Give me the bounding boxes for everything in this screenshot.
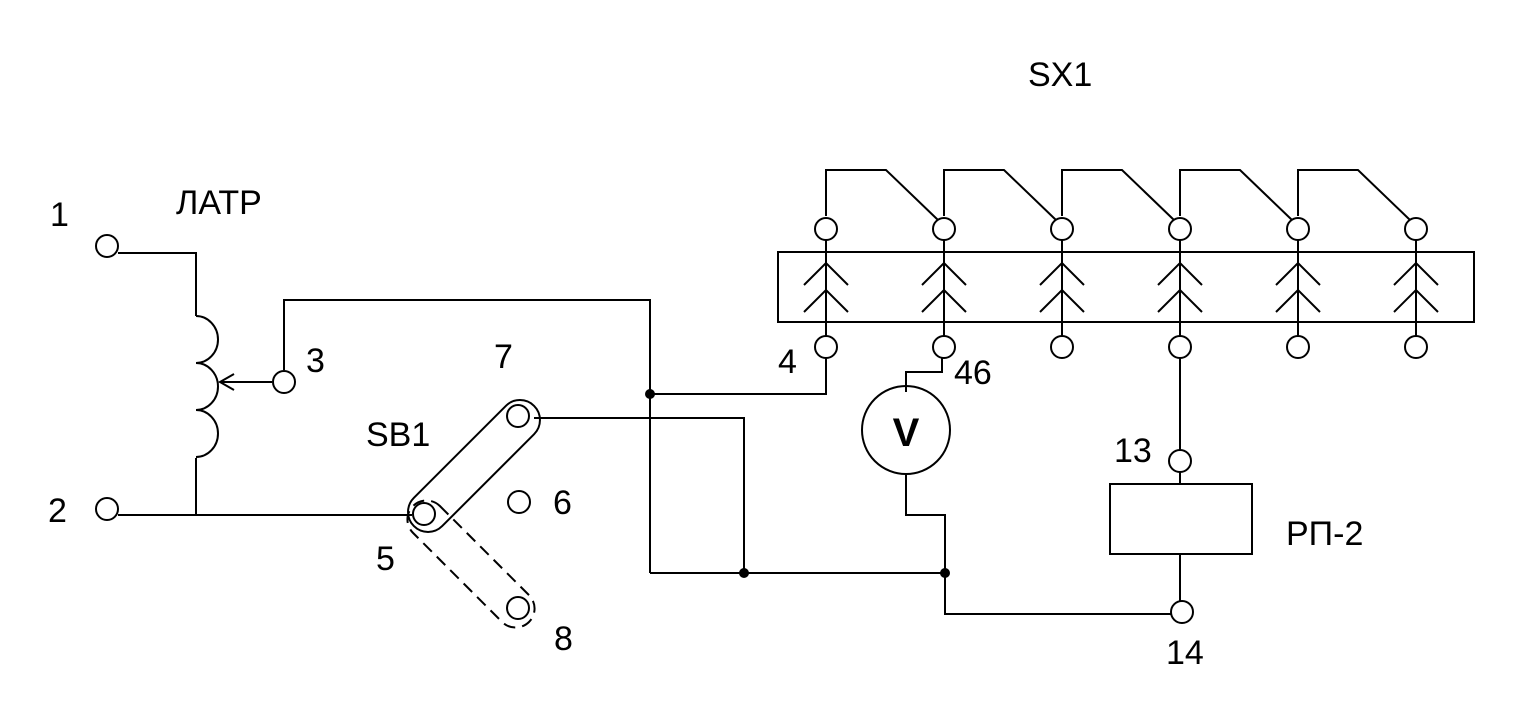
junction-dot bbox=[940, 568, 950, 578]
terminal-7-label: 7 bbox=[494, 338, 513, 376]
terminal-14-label: 14 bbox=[1166, 634, 1204, 672]
sb1-contact-bar-alt bbox=[406, 499, 536, 629]
wire-bus-4 bbox=[650, 358, 827, 395]
terminal-2 bbox=[95, 497, 119, 521]
terminal-46-label: 46 bbox=[954, 354, 992, 392]
jumper-1 bbox=[825, 169, 939, 221]
terminals bbox=[95, 217, 1428, 624]
wiring bbox=[118, 169, 1411, 615]
sx1-top-socket bbox=[1404, 217, 1428, 241]
latr-wiper-arrowhead bbox=[217, 373, 235, 391]
sb1-label: SB1 bbox=[366, 416, 430, 454]
latr-label: ЛАТР bbox=[176, 184, 262, 222]
rp2-label: РП-2 bbox=[1286, 515, 1363, 553]
terminal-4 bbox=[814, 335, 838, 359]
wire-7-bus bbox=[534, 417, 745, 573]
terminal-1-label: 1 bbox=[50, 196, 69, 234]
sx1-top-socket bbox=[1168, 217, 1192, 241]
jumper-3 bbox=[1061, 169, 1175, 221]
relay-rp2 bbox=[1109, 483, 1253, 555]
terminal-8 bbox=[506, 596, 530, 620]
latr-coil bbox=[195, 315, 219, 458]
sx1-label: SX1 bbox=[1028, 56, 1092, 94]
wire-v-14 bbox=[905, 475, 1171, 615]
jumper-5 bbox=[1297, 169, 1411, 221]
sx1-bottom-socket bbox=[1168, 335, 1192, 359]
terminal-46 bbox=[932, 335, 956, 359]
terminal-5-label: 5 bbox=[376, 540, 395, 578]
junction-dot bbox=[645, 389, 655, 399]
terminal-1 bbox=[95, 234, 119, 258]
sx1-bottom-socket bbox=[1404, 335, 1428, 359]
sx1-top-socket bbox=[1286, 217, 1310, 241]
sx1-pin bbox=[1157, 238, 1203, 336]
terminal-14 bbox=[1170, 600, 1194, 624]
jumper-2 bbox=[943, 169, 1057, 221]
sx1-top-socket bbox=[814, 217, 838, 241]
sx1-pin bbox=[1393, 238, 1439, 336]
terminal-6 bbox=[507, 490, 531, 514]
junction-dot bbox=[739, 568, 749, 578]
sx1-pins bbox=[803, 238, 1439, 336]
terminal-13-label: 13 bbox=[1114, 432, 1152, 470]
terminal-2-label: 2 bbox=[48, 492, 67, 530]
terminal-4-label: 4 bbox=[778, 343, 797, 381]
jumper-4 bbox=[1179, 169, 1293, 221]
terminal-6-label: 6 bbox=[553, 484, 572, 522]
sx1-top-socket bbox=[1050, 217, 1074, 241]
sx1-pin bbox=[803, 238, 849, 336]
wire-1-latr bbox=[118, 252, 197, 316]
sx1-top-socket bbox=[932, 217, 956, 241]
sx1-bottom-socket bbox=[1286, 335, 1310, 359]
voltmeter-label: V bbox=[893, 411, 920, 455]
terminal-8-label: 8 bbox=[554, 620, 573, 658]
sx1-pin bbox=[921, 238, 967, 336]
wire-46-v bbox=[905, 358, 943, 392]
terminal-3 bbox=[272, 370, 296, 394]
sx1-pin bbox=[1039, 238, 1085, 336]
terminal-13 bbox=[1168, 449, 1192, 473]
sx1-pin bbox=[1275, 238, 1321, 336]
terminal-5 bbox=[412, 502, 436, 526]
voltmeter-circle bbox=[861, 385, 951, 475]
wire-3-bus bbox=[283, 299, 651, 573]
sx1-block bbox=[777, 251, 1475, 323]
terminal-7 bbox=[506, 404, 530, 428]
terminal-3-label: 3 bbox=[306, 342, 325, 380]
sx1-bottom-socket bbox=[1050, 335, 1074, 359]
